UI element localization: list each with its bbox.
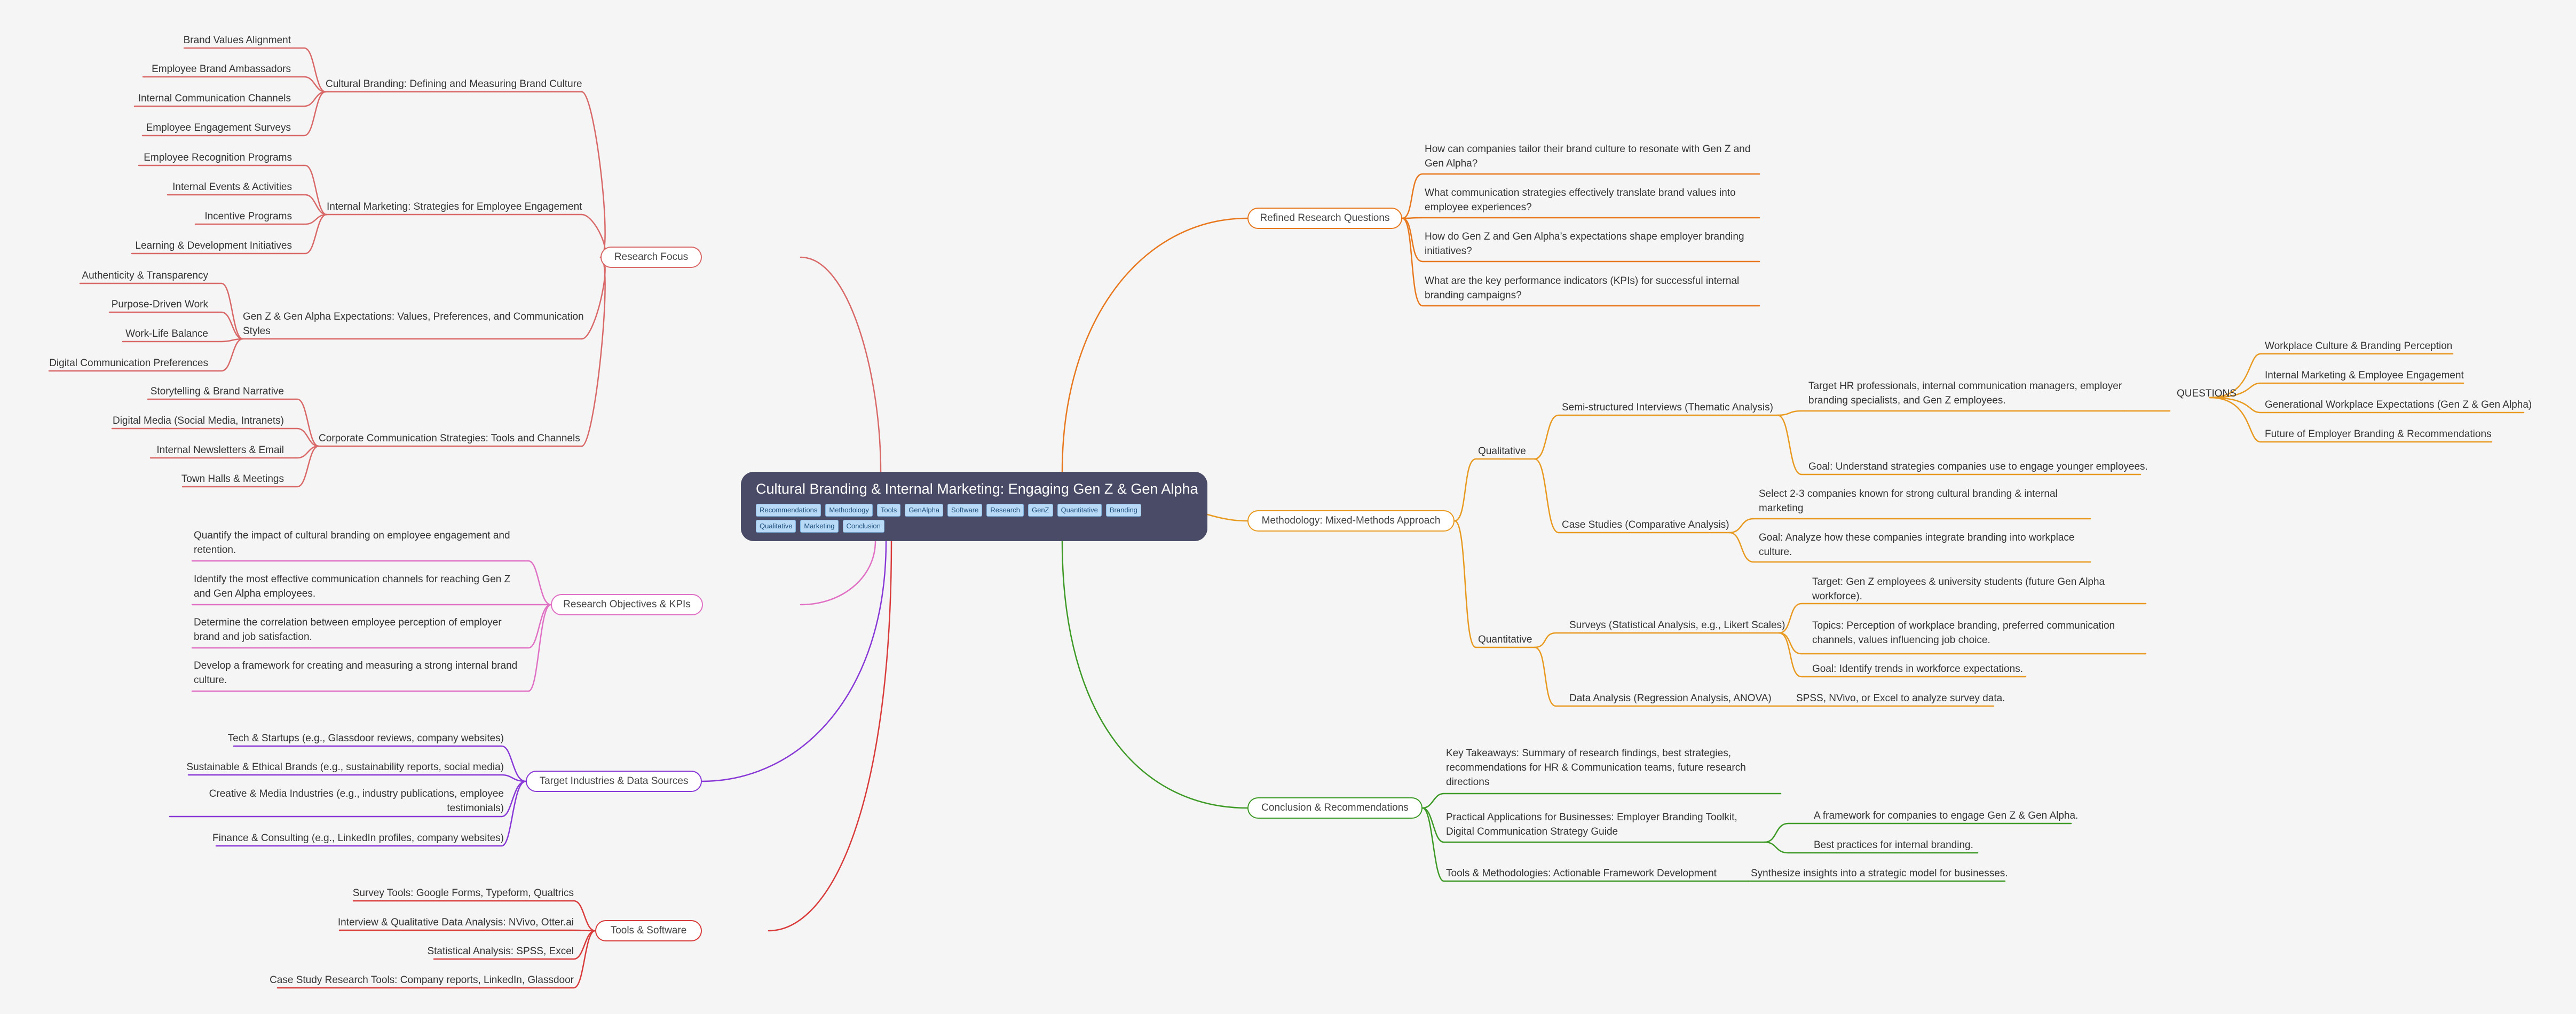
- leaf-item[interactable]: Internal Newsletters & Email: [156, 445, 284, 456]
- tag[interactable]: Marketing: [800, 520, 839, 533]
- leaf-item[interactable]: Employee Recognition Programs: [144, 152, 292, 163]
- branch-research-focus[interactable]: Research Focus: [600, 247, 702, 268]
- tag[interactable]: Recommendations: [756, 504, 821, 517]
- interview-question[interactable]: Future of Employer Branding & Recommenda…: [2265, 429, 2492, 440]
- branch-methodology[interactable]: Methodology: Mixed-Methods Approach: [1247, 510, 1455, 532]
- data-analysis-item[interactable]: SPSS, NVivo, or Excel to analyze survey …: [1796, 693, 2005, 704]
- tool-item[interactable]: Statistical Analysis: SPSS, Excel: [427, 946, 574, 957]
- objective-item[interactable]: Develop a framework for creating and mea…: [194, 660, 518, 686]
- question-item[interactable]: How can companies tailor their brand cul…: [1425, 144, 1751, 169]
- leaf-item[interactable]: Digital Media (Social Media, Intranets): [112, 415, 284, 426]
- data-analysis-label[interactable]: Data Analysis (Regression Analysis, ANOV…: [1569, 693, 1772, 704]
- branch-research-questions[interactable]: Refined Research Questions: [1247, 208, 1402, 229]
- topic-cultural-branding[interactable]: Cultural Branding: Defining and Measurin…: [326, 78, 582, 90]
- leaf-item[interactable]: Incentive Programs: [204, 211, 292, 222]
- industry-item[interactable]: Finance & Consulting (e.g., LinkedIn pro…: [212, 833, 504, 844]
- root-topic[interactable]: Cultural Branding & Internal Marketing: …: [741, 472, 1207, 541]
- tag[interactable]: Tools: [876, 504, 901, 517]
- topic-internal-marketing[interactable]: Internal Marketing: Strategies for Emplo…: [327, 201, 582, 212]
- industry-item[interactable]: Sustainable & Ethical Brands (e.g., sust…: [186, 762, 504, 773]
- leaf-item[interactable]: Work-Life Balance: [125, 328, 208, 339]
- objective-item[interactable]: Identify the most effective communicatio…: [194, 574, 511, 599]
- root-title: Cultural Branding & Internal Marketing: …: [756, 481, 1198, 497]
- topic-genz-expectations[interactable]: Gen Z & Gen Alpha Expectations: Values, …: [243, 311, 584, 337]
- tag[interactable]: GenZ: [1028, 504, 1053, 517]
- survey-item[interactable]: Topics: Perception of workplace branding…: [1812, 620, 2115, 646]
- interviews-label[interactable]: Semi-structured Interviews (Thematic Ana…: [1562, 402, 1773, 413]
- case-study-item[interactable]: Goal: Analyze how these companies integr…: [1759, 532, 2075, 558]
- quantitative-label[interactable]: Quantitative: [1478, 634, 1532, 645]
- questions-label[interactable]: QUESTIONS: [2177, 388, 2237, 399]
- leaf-item[interactable]: Brand Values Alignment: [183, 35, 291, 46]
- leaf-item[interactable]: Storytelling & Brand Narrative: [150, 386, 284, 397]
- leaf-item[interactable]: Purpose-Driven Work: [111, 299, 208, 310]
- tools-methodologies[interactable]: Tools & Methodologies: Actionable Framew…: [1446, 868, 1717, 879]
- leaf-item[interactable]: Internal Communication Channels: [138, 93, 291, 104]
- tag[interactable]: Branding: [1105, 504, 1141, 517]
- practical-item[interactable]: Best practices for internal branding.: [1814, 839, 1973, 851]
- interviews-goal[interactable]: Goal: Understand strategies companies us…: [1808, 461, 2148, 472]
- tool-item[interactable]: Interview & Qualitative Data Analysis: N…: [337, 917, 574, 928]
- question-item[interactable]: How do Gen Z and Gen Alpha’s expectation…: [1425, 231, 1744, 257]
- tag[interactable]: Conclusion: [842, 520, 884, 533]
- leaf-item[interactable]: Employee Brand Ambassadors: [152, 64, 291, 75]
- tag[interactable]: Research: [986, 504, 1024, 517]
- practical-item[interactable]: A framework for companies to engage Gen …: [1814, 810, 2079, 821]
- objective-item[interactable]: Determine the correlation between employ…: [194, 617, 502, 643]
- tag[interactable]: Methodology: [825, 504, 873, 517]
- tool-item[interactable]: Survey Tools: Google Forms, Typeform, Qu…: [352, 888, 574, 899]
- tag[interactable]: GenAlpha: [905, 504, 944, 517]
- branch-research-objectives[interactable]: Research Objectives & KPIs: [551, 594, 703, 615]
- leaf-item[interactable]: Learning & Development Initiatives: [135, 240, 292, 251]
- question-item[interactable]: What communication strategies effectivel…: [1425, 187, 1736, 213]
- leaf-item[interactable]: Authenticity & Transparency: [82, 270, 208, 281]
- survey-item[interactable]: Goal: Identify trends in workforce expec…: [1812, 663, 2023, 675]
- tag[interactable]: Software: [947, 504, 983, 517]
- practical-applications[interactable]: Practical Applications for Businesses: E…: [1446, 812, 1737, 837]
- qualitative-label[interactable]: Qualitative: [1478, 446, 1526, 457]
- interview-question[interactable]: Workplace Culture & Branding Perception: [2265, 340, 2453, 352]
- interviews-target[interactable]: Target HR professionals, internal commun…: [1808, 381, 2122, 406]
- leaf-item[interactable]: Digital Communication Preferences: [49, 358, 208, 369]
- tag[interactable]: Quantitative: [1057, 504, 1102, 517]
- industry-item[interactable]: Tech & Startups (e.g., Glassdoor reviews…: [227, 733, 504, 744]
- tool-item[interactable]: Case Study Research Tools: Company repor…: [270, 975, 574, 986]
- branch-target-industries[interactable]: Target Industries & Data Sources: [526, 771, 702, 792]
- leaf-item[interactable]: Internal Events & Activities: [172, 181, 292, 193]
- key-takeaways[interactable]: Key Takeaways: Summary of research findi…: [1446, 748, 1746, 788]
- interview-question[interactable]: Internal Marketing & Employee Engagement: [2265, 370, 2464, 381]
- leaf-item[interactable]: Employee Engagement Surveys: [146, 122, 291, 133]
- objective-item[interactable]: Quantify the impact of cultural branding…: [194, 530, 510, 556]
- topic-corporate-communication[interactable]: Corporate Communication Strategies: Tool…: [319, 433, 580, 444]
- leaf-item[interactable]: Town Halls & Meetings: [181, 473, 284, 485]
- industry-item[interactable]: Creative & Media Industries (e.g., indus…: [209, 788, 504, 814]
- tag[interactable]: Qualitative: [756, 520, 796, 533]
- case-studies-label[interactable]: Case Studies (Comparative Analysis): [1562, 519, 1729, 530]
- branch-tools-software[interactable]: Tools & Software: [595, 920, 702, 941]
- tools-methodologies-item[interactable]: Synthesize insights into a strategic mod…: [1751, 868, 2008, 879]
- surveys-label[interactable]: Surveys (Statistical Analysis, e.g., Lik…: [1569, 620, 1785, 631]
- branch-conclusion[interactable]: Conclusion & Recommendations: [1247, 797, 1423, 819]
- question-item[interactable]: What are the key performance indicators …: [1425, 275, 1740, 301]
- survey-item[interactable]: Target: Gen Z employees & university stu…: [1812, 576, 2105, 602]
- interview-question[interactable]: Generational Workplace Expectations (Gen…: [2265, 399, 2532, 410]
- case-study-item[interactable]: Select 2-3 companies known for strong cu…: [1759, 488, 2058, 514]
- root-tags: Recommendations Methodology Tools GenAlp…: [756, 504, 1183, 533]
